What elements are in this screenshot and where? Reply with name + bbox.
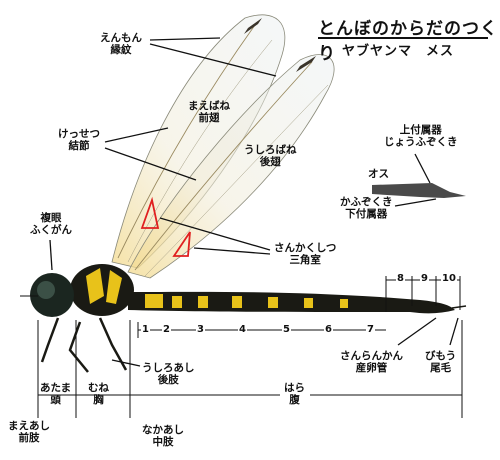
label-ushiroashi-kana: うしろあし	[142, 362, 195, 374]
front-leg	[40, 317, 60, 363]
label-kessetsu-kanji: 結節	[68, 140, 90, 152]
label-sanrankan-kana: さんらんかん	[340, 350, 403, 362]
segment-number: 3	[196, 324, 205, 335]
segment-number: 5	[282, 324, 291, 335]
hindwing-vein	[134, 61, 313, 271]
label-atama: あたま 頭	[40, 382, 71, 406]
mid-leg	[68, 321, 89, 373]
triangle-cell-hind	[172, 231, 191, 257]
label-mune-kanji: 胸	[93, 394, 104, 406]
label-hara-kanji: 腹	[289, 394, 300, 406]
label-jofuzokuki: 上付属器 じょうふぞくき	[384, 124, 458, 148]
label-ushirobane: うしろばね 後翅	[244, 144, 297, 168]
label-maebane-kanji: 前翅	[198, 112, 220, 124]
segment-number: 1	[141, 324, 150, 335]
label-hara-kana: はら	[284, 382, 305, 394]
label-ushiroashi-kanji: 後肢	[157, 374, 179, 386]
cerci	[451, 305, 467, 309]
label-ushirobane-kanji: 後翅	[259, 156, 281, 168]
segment-number: 6	[324, 324, 333, 335]
label-atama-kana: あたま	[40, 382, 72, 394]
label-enmon-kanji: 縁紋	[110, 44, 132, 56]
segment-number: 10	[441, 273, 457, 284]
label-nakaashi-kana: なかあし	[142, 424, 184, 436]
label-enmon-kana: えんもん	[100, 32, 142, 44]
label-maeashi-kana: まえあし	[8, 420, 50, 432]
label-fukugan-kanji: 複眼	[40, 212, 62, 224]
label-kafuzokuki-kanji: 下付属器	[345, 208, 388, 220]
male-appendage	[372, 183, 466, 198]
label-maeashi: まえあし 前肢	[8, 420, 50, 444]
segment-number: 7	[366, 324, 375, 335]
label-nakaashi: なかあし 中肢	[142, 424, 184, 448]
label-jofuzokuki-kana: じょうふぞくき	[384, 136, 458, 148]
label-hara: はら 腹	[284, 382, 305, 406]
label-sanrankan-kanji: 産卵管	[355, 362, 388, 374]
label-sankakushitsu-kana: さんかくしつ	[274, 242, 337, 254]
segment-number: 9	[420, 273, 429, 284]
label-kessetsu-kana: けっせつ	[58, 128, 100, 140]
label-atama-kanji: 頭	[50, 394, 61, 406]
triangle-cell-fore	[140, 196, 160, 229]
label-bimou-kana: びもう	[425, 350, 457, 362]
label-mune: むね 胸	[88, 382, 109, 406]
label-jofuzokuki-kanji: 上付属器	[399, 124, 442, 136]
title-underline	[318, 37, 488, 39]
label-sankakushitsu-kanji: 三角室	[289, 254, 321, 266]
label-maeashi-kanji: 前肢	[18, 432, 40, 444]
pterostigma-fore	[244, 18, 262, 34]
segment-number: 4	[238, 324, 247, 335]
label-osu: オス	[368, 168, 389, 180]
label-nakaashi-kanji: 中肢	[152, 436, 174, 448]
label-fukugan: 複眼 ふくがん	[30, 212, 72, 236]
label-kafuzokuki: かふぞくき 下付属器	[340, 196, 393, 220]
forewing-vein	[117, 24, 256, 259]
label-enmon: えんもん 縁紋	[100, 32, 142, 56]
hindwing	[127, 54, 335, 279]
label-sankakushitsu: さんかくしつ 三角室	[274, 242, 336, 266]
diagram-title: とんぼのからだのつくり	[318, 19, 498, 64]
pterostigma-hind	[296, 56, 316, 72]
label-ushiroashi: うしろあし 後肢	[142, 362, 195, 386]
label-fukugan-kana: ふくがん	[30, 224, 72, 236]
abdomen	[128, 291, 455, 314]
label-maebane-kana: まえばね	[188, 100, 230, 112]
label-ushirobane-kana: うしろばね	[244, 144, 297, 156]
label-kafuzokuki-kana: かふぞくき	[340, 196, 393, 208]
diagram-subtitle: ヤブヤンマ メス	[342, 44, 455, 59]
label-sanrankan: さんらんかん 産卵管	[340, 350, 403, 374]
label-maebane: まえばね 前翅	[188, 100, 230, 124]
label-bimou-kanji: 尾毛	[430, 362, 452, 374]
segment-number: 8	[396, 273, 405, 284]
segment-number: 2	[162, 324, 171, 335]
label-bimou: びもう 尾毛	[425, 350, 456, 374]
label-kessetsu: けっせつ 結節	[58, 128, 100, 152]
label-mune-kana: むね	[88, 382, 109, 394]
